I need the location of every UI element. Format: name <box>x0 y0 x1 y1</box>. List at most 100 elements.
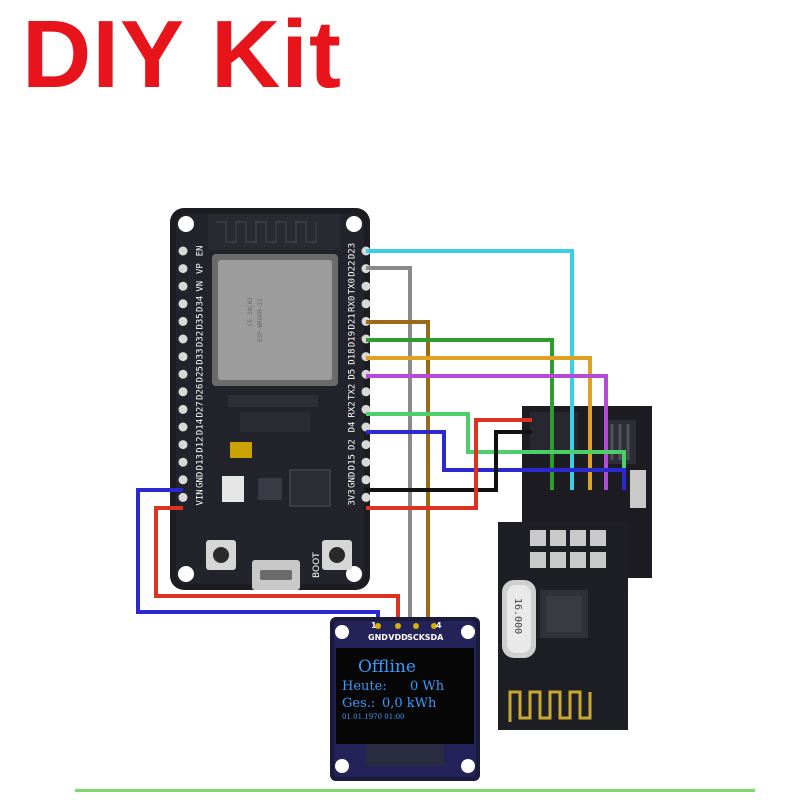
esp32-pin-hole <box>361 492 371 502</box>
esp32-pin-label: D14 <box>196 419 206 435</box>
oled-pin-number-1: 1 <box>371 621 377 630</box>
esp32-pin-hole <box>361 281 371 291</box>
esp32-pin-label: D13 <box>196 454 206 470</box>
esp32-pin-label: 3V3 <box>348 489 358 505</box>
micro-usb-port <box>252 560 300 590</box>
esp32-pin-hole <box>178 281 188 291</box>
oled-pin-label: VDD <box>388 633 408 642</box>
oled-today-value: 0 Wh <box>410 679 445 694</box>
oled-pin-number-4: 4 <box>436 621 442 630</box>
oled-pin-pad <box>413 623 419 629</box>
boot-label: BOOT <box>312 552 322 578</box>
wire <box>154 506 400 617</box>
nrf24-pin <box>550 552 566 568</box>
boot-button <box>322 540 352 570</box>
esp32-pin-label: D12 <box>196 436 206 452</box>
esp32-pin-label: D23 <box>348 243 358 259</box>
esp32-pin-hole <box>361 457 371 467</box>
esp32-pin-label: D33 <box>196 348 206 364</box>
esp32-pin-label: D35 <box>196 313 206 329</box>
wire <box>366 430 626 490</box>
esp32-right-pin-labels: D23D22TX0RX0D21D19D18D5TX2RX2D4D2D15GND3… <box>348 243 358 506</box>
oled-pin-label: SDA <box>425 633 444 642</box>
esp32-pin-label: D2 <box>348 439 358 450</box>
oled-datetime: 01.01.1970 01:00 <box>342 713 404 721</box>
esp32-pin-label: D18 <box>348 348 358 364</box>
esp32-pin-label: D25 <box>196 366 206 382</box>
esp32-pin-hole <box>361 475 371 485</box>
wire <box>366 430 532 492</box>
wire <box>366 266 412 617</box>
esp32-pin-hole <box>361 404 371 414</box>
esp32-pin-hole <box>178 492 188 502</box>
esp32-pin-label: VIN <box>196 489 206 505</box>
oled-pin-pad <box>395 623 401 629</box>
wire <box>366 356 592 490</box>
esp32-pin-label: D19 <box>348 331 358 347</box>
esp32-pin-hole <box>178 387 188 397</box>
esp32-pin-hole <box>178 369 188 379</box>
esp32-pin-hole <box>178 334 188 344</box>
nrf24-pin <box>550 530 566 546</box>
esp32-pin-label: EN <box>196 246 206 257</box>
esp32-pin-label: D21 <box>348 313 358 329</box>
esp32-pin-label: RX2 <box>348 401 358 417</box>
esp32-pin-hole <box>178 404 188 414</box>
esp32-pin-label: D34 <box>196 296 206 312</box>
esp32-pin-label: D4 <box>348 422 358 433</box>
crystal-oscillator: 16.000 <box>502 580 536 658</box>
esp32-pin-hole <box>178 422 188 432</box>
nrf24-pin <box>570 530 586 546</box>
esp32-left-header <box>178 246 188 502</box>
esp32-pin-label: TX2 <box>348 384 358 400</box>
esp32-pin-label: D27 <box>196 401 206 417</box>
esp-wroom-module: CE 2ACHJ ESP-WROOM-32 <box>212 254 338 386</box>
esp32-pin-label: TX0 <box>348 278 358 294</box>
esp32-pin-hole <box>178 246 188 256</box>
page-title: DIY Kit <box>22 1 342 108</box>
esp32-pin-hole <box>361 387 371 397</box>
crystal-marking: 16.000 <box>512 598 523 634</box>
nrf24-radio-module: 16.000 <box>498 522 628 730</box>
wire <box>366 320 430 617</box>
esp32-pin-label: GND <box>196 472 206 488</box>
nrf24-pin <box>530 530 546 546</box>
esp32-pin-label: RX0 <box>348 296 358 312</box>
nrf24-pin <box>590 552 606 568</box>
oled-pin-label: SCK <box>407 633 426 642</box>
wire <box>366 418 532 510</box>
nrf24-header-pins <box>530 530 606 568</box>
svg-text:ESP-WROOM-32: ESP-WROOM-32 <box>257 298 264 342</box>
wire <box>366 338 554 490</box>
esp32-left-pin-labels: ENVPVND34D35D32D33D25D26D27D14D12D13GNDV… <box>196 246 206 506</box>
wire <box>366 412 626 490</box>
oled-today-label: Heute: <box>342 679 387 694</box>
esp32-pin-hole <box>361 440 371 450</box>
esp32-pin-hole <box>361 422 371 432</box>
esp32-pin-label: GND <box>348 472 358 488</box>
oled-total-label: Ges.: <box>342 696 375 711</box>
en-button <box>206 540 236 570</box>
oled-pin-pad <box>375 623 381 629</box>
esp32-pin-hole <box>361 299 371 309</box>
esp32-pin-label: D5 <box>348 369 358 380</box>
esp32-pin-hole <box>178 316 188 326</box>
wires <box>136 249 626 617</box>
esp32-pin-hole <box>178 352 188 362</box>
oled-pin-pad <box>431 623 437 629</box>
esp32-pin-hole <box>178 457 188 467</box>
oled-status-text: Offline <box>358 657 416 677</box>
esp32-pin-hole <box>178 264 188 274</box>
esp32-pin-hole <box>178 440 188 450</box>
esp32-pin-label: D32 <box>196 331 206 347</box>
esp32-pin-label: VP <box>196 263 206 274</box>
esp32-board: CE 2ACHJ ESP-WROOM-32 BOOT ENVPVND34D35D… <box>170 208 371 590</box>
nrf24-pin <box>530 552 546 568</box>
svg-text:CE 2ACHJ: CE 2ACHJ <box>247 297 254 326</box>
esp32-pin-label: D22 <box>348 260 358 276</box>
esp32-pin-label: VN <box>196 281 206 292</box>
esp32-pin-label: D15 <box>348 454 358 470</box>
nrf24-pin <box>570 552 586 568</box>
